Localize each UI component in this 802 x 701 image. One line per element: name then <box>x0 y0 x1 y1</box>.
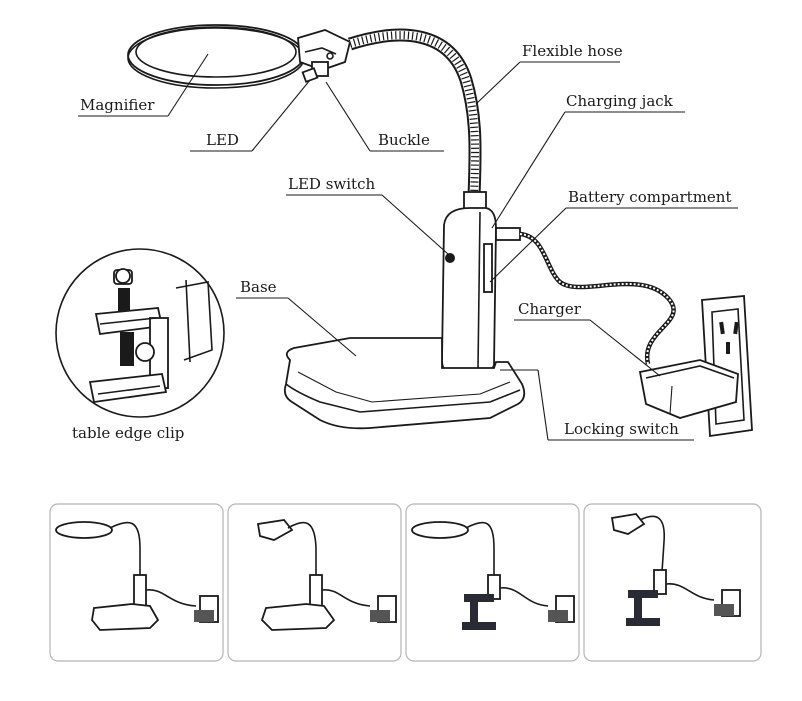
flexible-hose <box>348 28 482 199</box>
table-edge-clip-inset <box>55 248 225 418</box>
magnifier-lens <box>127 24 305 89</box>
lamp-column <box>441 191 521 373</box>
lamp-base <box>283 337 526 430</box>
label-flexible-hose: Flexible hose <box>522 42 623 60</box>
lens-head-joint <box>297 29 352 83</box>
panel-clamp-magnifier <box>405 503 580 662</box>
panel-desk-magnifier-on-base <box>49 503 224 662</box>
label-charging-jack: Charging jack <box>566 92 674 110</box>
label-led-switch: LED switch <box>288 175 375 193</box>
label-magnifier: Magnifier <box>80 96 155 114</box>
label-battery-compartment: Battery compartment <box>568 188 732 206</box>
label-base: Base <box>240 278 277 296</box>
part-labels: Flexible hose Magnifier Charging jack LE… <box>72 42 732 442</box>
panel-clamp-led-head <box>583 503 762 662</box>
label-buckle: Buckle <box>378 131 430 149</box>
label-led: LED <box>206 131 239 149</box>
leader-lines <box>78 53 738 441</box>
label-table-edge-clip: table edge clip <box>72 424 184 442</box>
configuration-panels <box>49 503 762 662</box>
lamp-illustration <box>55 24 753 438</box>
panel-desk-led-head-on-base <box>227 503 402 662</box>
charger-adapter <box>638 359 739 419</box>
label-locking-switch: Locking switch <box>564 420 679 438</box>
label-charger: Charger <box>518 300 582 318</box>
